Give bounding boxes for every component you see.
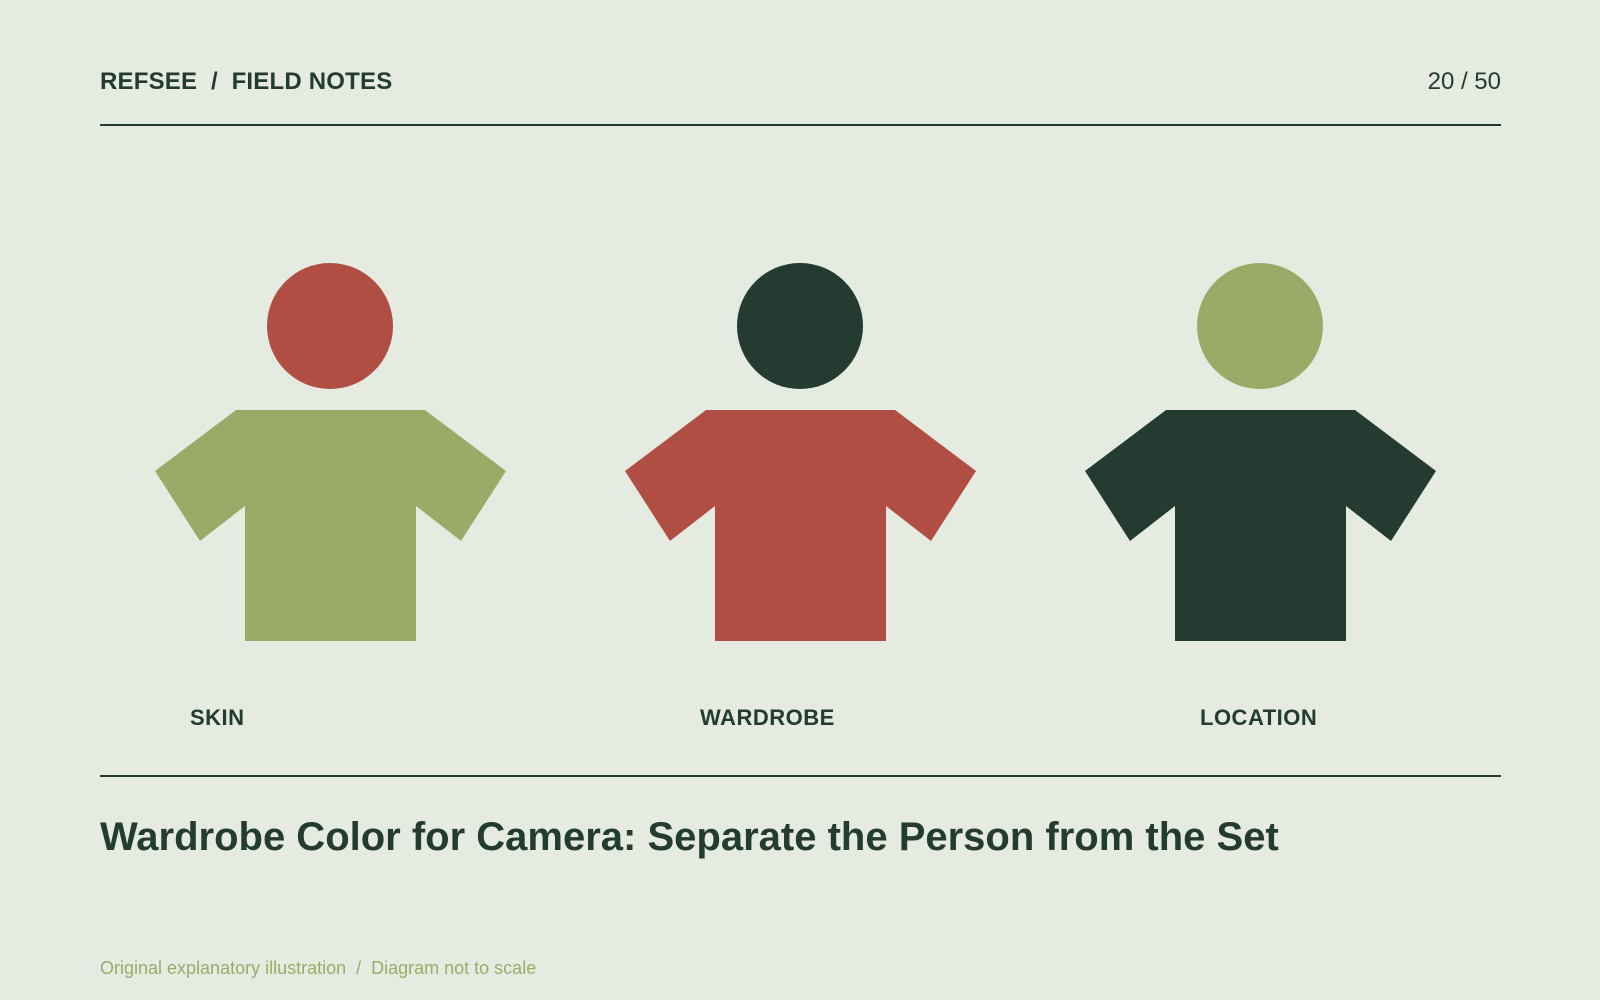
figure-wardrobe	[625, 263, 976, 641]
page-number: 20 / 50	[1427, 68, 1501, 95]
figure-location	[1085, 263, 1436, 641]
page-title: Wardrobe Color for Camera: Separate the …	[100, 815, 1279, 859]
label-location: LOCATION	[1200, 705, 1318, 730]
top-divider	[100, 124, 1501, 126]
label-skin: SKIN	[190, 705, 245, 730]
figure-wardrobe-shirt	[625, 410, 976, 641]
figure-skin	[155, 263, 506, 641]
figure-wardrobe-head	[737, 263, 863, 389]
figure-skin-head	[267, 263, 393, 389]
brand-breadcrumb: REFSEE / FIELD NOTES	[100, 68, 393, 95]
header: REFSEE / FIELD NOTES 20 / 50	[100, 66, 1501, 100]
figure-skin-shirt	[155, 410, 506, 641]
bottom-divider	[100, 775, 1501, 777]
figure-location-shirt	[1085, 410, 1436, 641]
footnote: Original explanatory illustration / Diag…	[100, 958, 537, 978]
figure-location-head	[1197, 263, 1323, 389]
label-wardrobe: WARDROBE	[700, 705, 835, 730]
